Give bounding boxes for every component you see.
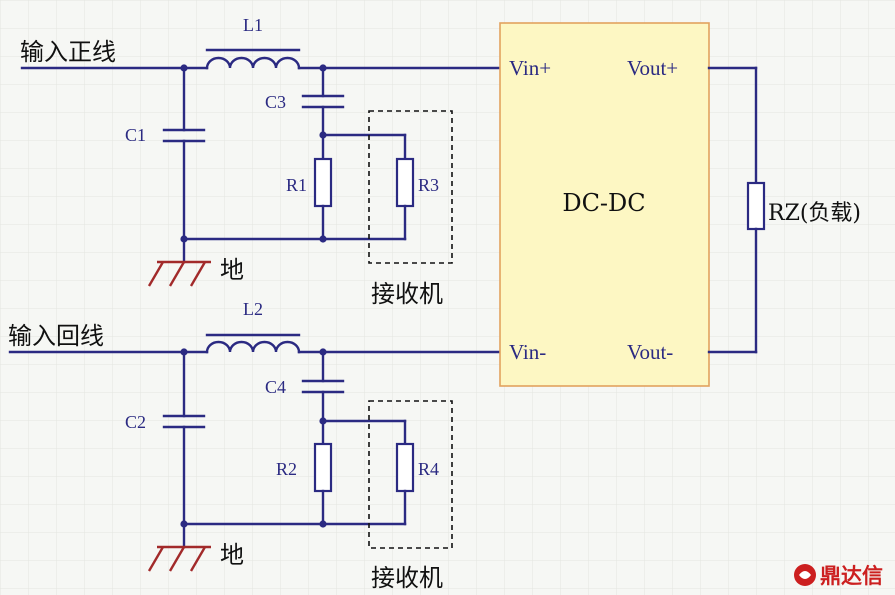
label-C3: C3 [265, 92, 286, 112]
junction-dot [180, 235, 188, 243]
label-R4: R4 [418, 459, 439, 479]
resistor-R1 [313, 157, 333, 208]
label-receiver-top: 接收机 [371, 280, 443, 308]
junction-dot [319, 417, 327, 425]
label-converter: DC-DC [562, 189, 645, 217]
label-input-ret: 输入回线 [8, 322, 104, 350]
ground-symbol-bottom [147, 545, 211, 572]
junction-dot [180, 520, 188, 528]
junction-dot [319, 235, 327, 243]
junction-dot [180, 348, 188, 356]
label-vin-neg: Vin- [509, 340, 546, 364]
label-vin-pos: Vin+ [509, 56, 551, 80]
top-filter-circuit [20, 48, 502, 287]
label-input-pos: 输入正线 [20, 38, 116, 66]
watermark-text: 鼎达信 [820, 564, 883, 588]
label-R3: R3 [418, 175, 439, 195]
junction-dot [319, 131, 327, 139]
label-C2: C2 [125, 412, 146, 432]
label-ground-bottom: 地 [220, 541, 244, 569]
label-R2: R2 [276, 459, 297, 479]
label-C1: C1 [125, 125, 146, 145]
resistor-R3 [395, 157, 415, 208]
resistor-load-RZ [746, 181, 766, 231]
label-vout-pos: Vout+ [627, 56, 678, 80]
bottom-filter-circuit [8, 333, 502, 572]
junction-dot [319, 64, 327, 72]
junction-dot [180, 64, 188, 72]
junction-dot [319, 348, 327, 356]
label-receiver-bottom: 接收机 [371, 564, 443, 592]
label-C4: C4 [265, 377, 286, 397]
resistor-R2 [313, 442, 333, 493]
resistor-R4 [395, 442, 415, 493]
inductor-L2 [205, 340, 301, 354]
dcdc-converter-box [499, 22, 710, 387]
label-L1: L1 [243, 15, 263, 35]
label-load: RZ(负载) [768, 201, 861, 226]
label-L2: L2 [243, 299, 263, 319]
label-vout-neg: Vout- [627, 340, 673, 364]
junction-dot [319, 520, 327, 528]
watermark-logo: 鼎达信 [794, 564, 883, 588]
receiver-box-bottom [368, 400, 453, 549]
ground-symbol-top [147, 260, 211, 287]
label-ground-top: 地 [220, 256, 244, 284]
label-R1: R1 [286, 175, 307, 195]
inductor-L1 [205, 56, 301, 70]
